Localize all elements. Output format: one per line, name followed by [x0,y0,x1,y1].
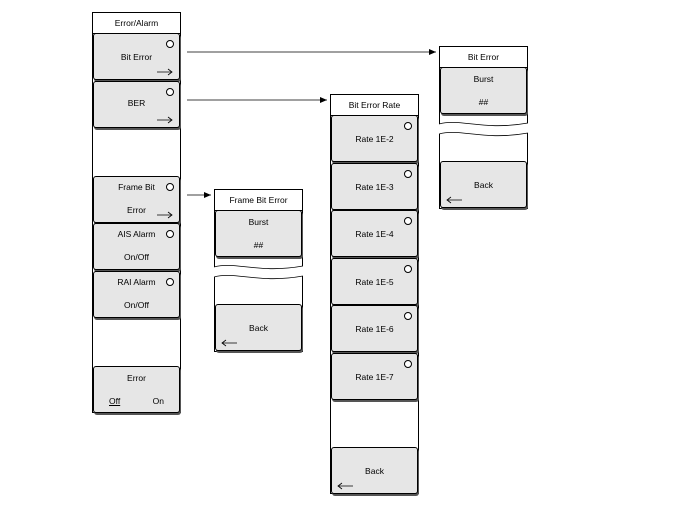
on-option: On [152,396,164,406]
radio-indicator-icon [166,278,174,286]
rate-1e-6-key[interactable]: Rate 1E-6 [331,305,418,352]
bit-error-key[interactable]: Bit Error [93,33,180,80]
key-label: Rate 1E-7 [355,372,394,382]
radio-indicator-icon [404,360,412,368]
right-arrow-icon [157,116,173,124]
rate-1e-5-key[interactable]: Rate 1E-5 [331,258,418,305]
key-label: Error [127,373,146,383]
bit-error-menu: Bit Error Burst ## Back [439,46,528,209]
left-arrow-icon [446,196,462,204]
frame-bit-error-key[interactable]: Frame Bit Error [93,176,180,223]
menu-break-icon [214,264,303,280]
ais-alarm-key[interactable]: AIS Alarm On/Off [93,223,180,270]
menu-title: Error/Alarm [93,13,180,34]
radio-indicator-icon [404,217,412,225]
radio-indicator-icon [166,40,174,48]
menu-break-icon [439,121,528,137]
key-label: Rate 1E-5 [355,277,394,287]
key-label: Rate 1E-6 [355,324,394,334]
error-toggle-key[interactable]: Error Off On [93,366,180,413]
left-arrow-icon [221,339,237,347]
key-label-line2: ## [478,97,489,107]
key-label-line1: Frame Bit [118,182,155,192]
key-label: Back [249,323,268,333]
menu-title: Bit Error Rate [331,95,418,116]
key-label-line2: ## [253,240,264,250]
back-key[interactable]: Back [331,447,418,494]
right-arrow-icon [157,211,173,219]
frame-bit-error-menu: Frame Bit Error Burst ## Back [214,189,303,352]
radio-indicator-icon [404,170,412,178]
key-label-line2: On/Off [124,252,149,262]
rate-1e-2-key[interactable]: Rate 1E-2 [331,115,418,162]
ber-key[interactable]: BER [93,81,180,128]
radio-indicator-icon [404,312,412,320]
right-arrow-icon [157,68,173,76]
radio-indicator-icon [166,183,174,191]
key-label-line1: AIS Alarm [117,229,156,239]
key-label: Rate 1E-2 [355,134,394,144]
error-alarm-menu: Error/Alarm Bit Error BER Frame Bit Erro… [92,12,181,413]
bit-error-rate-menu: Bit Error Rate Rate 1E-2 Rate 1E-3 Rate … [330,94,419,494]
key-label-line2: Error [127,205,146,215]
radio-indicator-icon [166,230,174,238]
burst-key[interactable]: Burst ## [215,210,302,257]
radio-indicator-icon [166,88,174,96]
menu-title: Bit Error [440,47,527,68]
key-label: Back [474,180,493,190]
off-option: Off [109,396,121,406]
key-label: Rate 1E-4 [355,229,394,239]
rate-1e-4-key[interactable]: Rate 1E-4 [331,210,418,257]
radio-indicator-icon [404,265,412,273]
rate-1e-3-key[interactable]: Rate 1E-3 [331,163,418,210]
back-key[interactable]: Back [215,304,302,351]
key-label: Back [365,466,384,476]
menu-title: Frame Bit Error [215,190,302,211]
key-label-line1: Burst [473,74,494,84]
key-label: BER [127,98,146,108]
burst-key[interactable]: Burst ## [440,67,527,114]
key-label: Bit Error [120,52,153,62]
back-key[interactable]: Back [440,161,527,208]
rate-1e-7-key[interactable]: Rate 1E-7 [331,353,418,400]
key-label-line1: RAI Alarm [117,277,156,287]
rai-alarm-key[interactable]: RAI Alarm On/Off [93,271,180,318]
left-arrow-icon [337,482,353,490]
key-label: Rate 1E-3 [355,182,394,192]
radio-indicator-icon [404,122,412,130]
key-label-line1: Burst [248,217,269,227]
key-label-line2: On/Off [124,300,149,310]
